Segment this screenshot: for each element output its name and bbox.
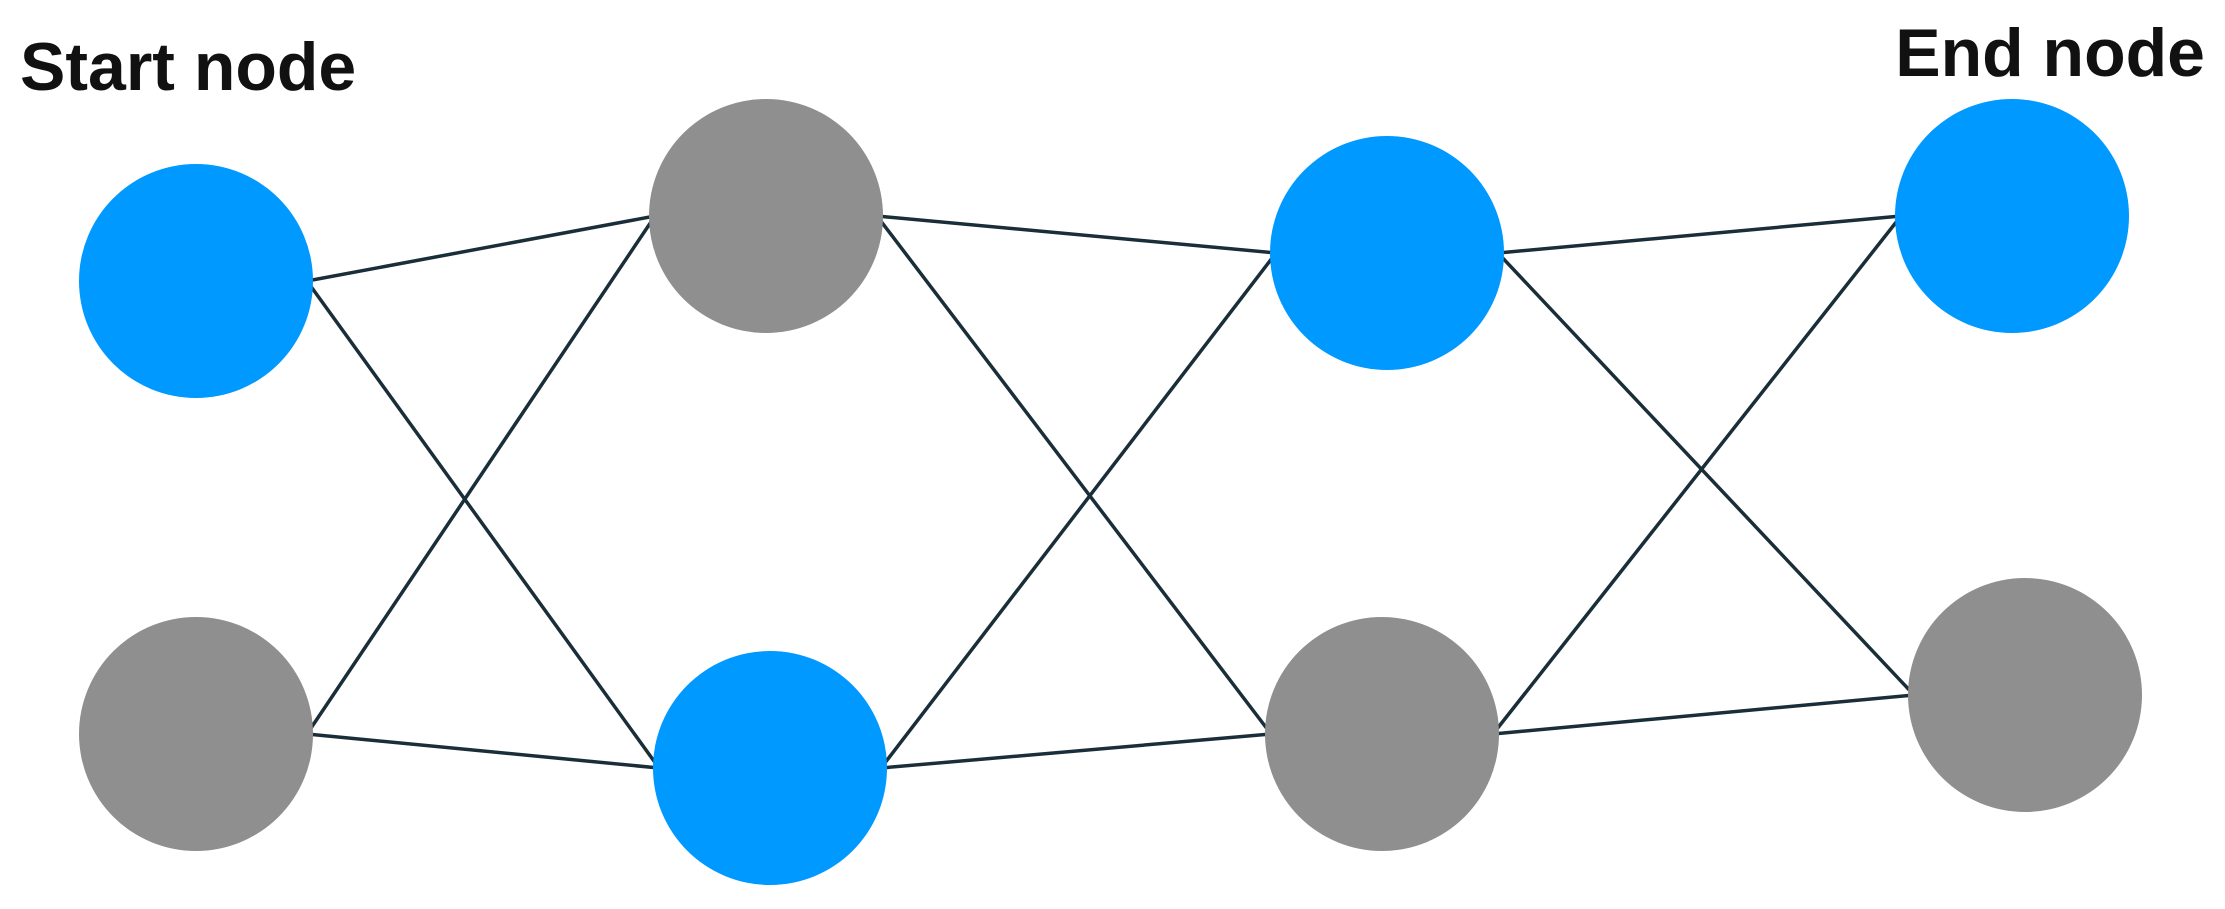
node-c1-bottom [79, 617, 313, 851]
edges [305, 214, 1916, 770]
edge-c1-bottom-to-c2-top [305, 214, 657, 736]
edge-c2-bottom-to-c3-top [879, 251, 1278, 770]
node-c1-top [79, 164, 313, 398]
edge-c3-top-to-c4-top [1496, 214, 1903, 255]
edge-c2-bottom-to-c3-bottom [879, 732, 1273, 770]
edge-c1-top-to-c2-bottom [305, 279, 661, 770]
node-c2-top [649, 99, 883, 333]
node-c3-bottom [1265, 617, 1499, 851]
edge-c2-top-to-c3-top [875, 214, 1278, 255]
edge-c1-top-to-c2-top [305, 214, 657, 283]
nodes [79, 99, 2142, 885]
edge-c3-top-to-c4-bottom [1496, 251, 1916, 697]
end-node-label: End node [1895, 15, 2205, 91]
node-c2-bottom [653, 651, 887, 885]
edge-c2-top-to-c3-bottom [875, 214, 1273, 736]
start-node-label: Start node [20, 29, 356, 105]
edge-c3-bottom-to-c4-top [1491, 214, 1903, 736]
node-c4-bottom [1908, 578, 2142, 812]
edge-c1-bottom-to-c2-bottom [305, 732, 661, 770]
edge-c3-bottom-to-c4-bottom [1491, 693, 1916, 736]
node-c4-top [1895, 99, 2129, 333]
node-c3-top [1270, 136, 1504, 370]
